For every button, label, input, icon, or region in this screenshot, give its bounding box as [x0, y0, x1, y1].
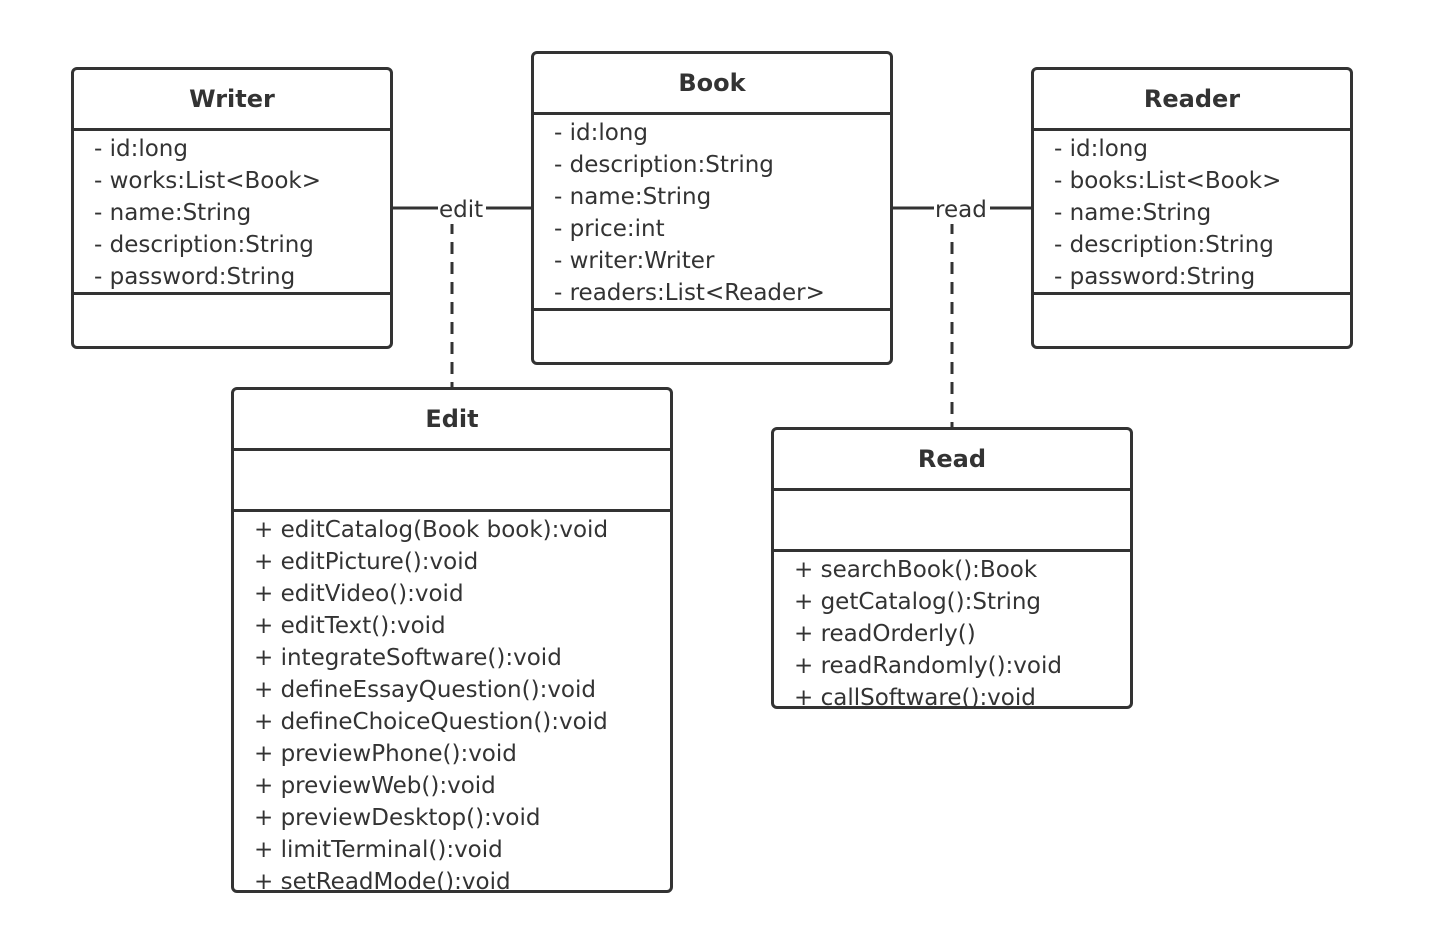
read-method: + searchBook():Book	[794, 557, 1038, 583]
read-method: + readRandomly():void	[794, 653, 1062, 679]
writer-attribute: - name:String	[94, 200, 252, 226]
reader-class-box[interactable]: Reader - id:long - books:List<Book> - na…	[1031, 67, 1353, 349]
book-methods	[534, 311, 890, 362]
edit-methods: + editCatalog(Book book):void + editPict…	[234, 512, 670, 890]
read-attributes	[774, 491, 1130, 552]
edit-class-box[interactable]: Edit + editCatalog(Book book):void + edi…	[231, 387, 673, 893]
reader-attribute: - description:String	[1054, 232, 1274, 258]
edit-attributes	[234, 451, 670, 512]
reader-class-name: Reader	[1034, 70, 1350, 131]
book-class-box[interactable]: Book - id:long - description:String - na…	[531, 51, 893, 365]
book-attributes: - id:long - description:String - name:St…	[534, 115, 890, 311]
book-attribute: - writer:Writer	[554, 248, 715, 274]
read-class-box[interactable]: Read + searchBook():Book + getCatalog():…	[771, 427, 1133, 709]
writer-attribute: - id:long	[94, 136, 188, 162]
read-methods: + searchBook():Book + getCatalog():Strin…	[774, 552, 1130, 706]
writer-attributes: - id:long - works:List<Book> - name:Stri…	[74, 131, 390, 295]
edit-method: + previewDesktop():void	[254, 805, 541, 831]
reader-attribute: - password:String	[1054, 264, 1256, 290]
read-method: + callSoftware():void	[794, 685, 1036, 706]
reader-methods	[1034, 295, 1350, 346]
book-attribute: - readers:List<Reader>	[554, 280, 825, 306]
edit-association-label: edit	[438, 196, 485, 224]
edit-method: + editVideo():void	[254, 581, 464, 607]
edit-class-name: Edit	[234, 390, 670, 451]
writer-attribute: - password:String	[94, 264, 296, 290]
reader-attribute: - name:String	[1054, 200, 1212, 226]
edit-method: + defineChoiceQuestion():void	[254, 709, 608, 735]
reader-attributes: - id:long - books:List<Book> - name:Stri…	[1034, 131, 1350, 295]
writer-attribute: - works:List<Book>	[94, 168, 321, 194]
edit-method: + editText():void	[254, 613, 446, 639]
book-attribute: - name:String	[554, 184, 712, 210]
book-attribute: - id:long	[554, 120, 648, 146]
edit-method: + editCatalog(Book book):void	[254, 517, 609, 543]
edit-method: + defineEssayQuestion():void	[254, 677, 596, 703]
writer-attribute: - description:String	[94, 232, 314, 258]
writer-class-name: Writer	[74, 70, 390, 131]
edit-method: + integrateSoftware():void	[254, 645, 562, 671]
edit-method: + setReadMode():void	[254, 869, 511, 890]
edit-method: + previewPhone():void	[254, 741, 517, 767]
edit-method: + limitTerminal():void	[254, 837, 503, 863]
read-method: + readOrderly()	[794, 621, 976, 647]
book-class-name: Book	[534, 54, 890, 115]
writer-methods	[74, 295, 390, 346]
writer-class-box[interactable]: Writer - id:long - works:List<Book> - na…	[71, 67, 393, 349]
reader-attribute: - books:List<Book>	[1054, 168, 1282, 194]
edit-method: + previewWeb():void	[254, 773, 496, 799]
read-association-label: read	[934, 196, 988, 224]
book-attribute: - price:int	[554, 216, 665, 242]
read-class-name: Read	[774, 430, 1130, 491]
edit-method: + editPicture():void	[254, 549, 479, 575]
read-method: + getCatalog():String	[794, 589, 1042, 615]
reader-attribute: - id:long	[1054, 136, 1148, 162]
book-attribute: - description:String	[554, 152, 774, 178]
